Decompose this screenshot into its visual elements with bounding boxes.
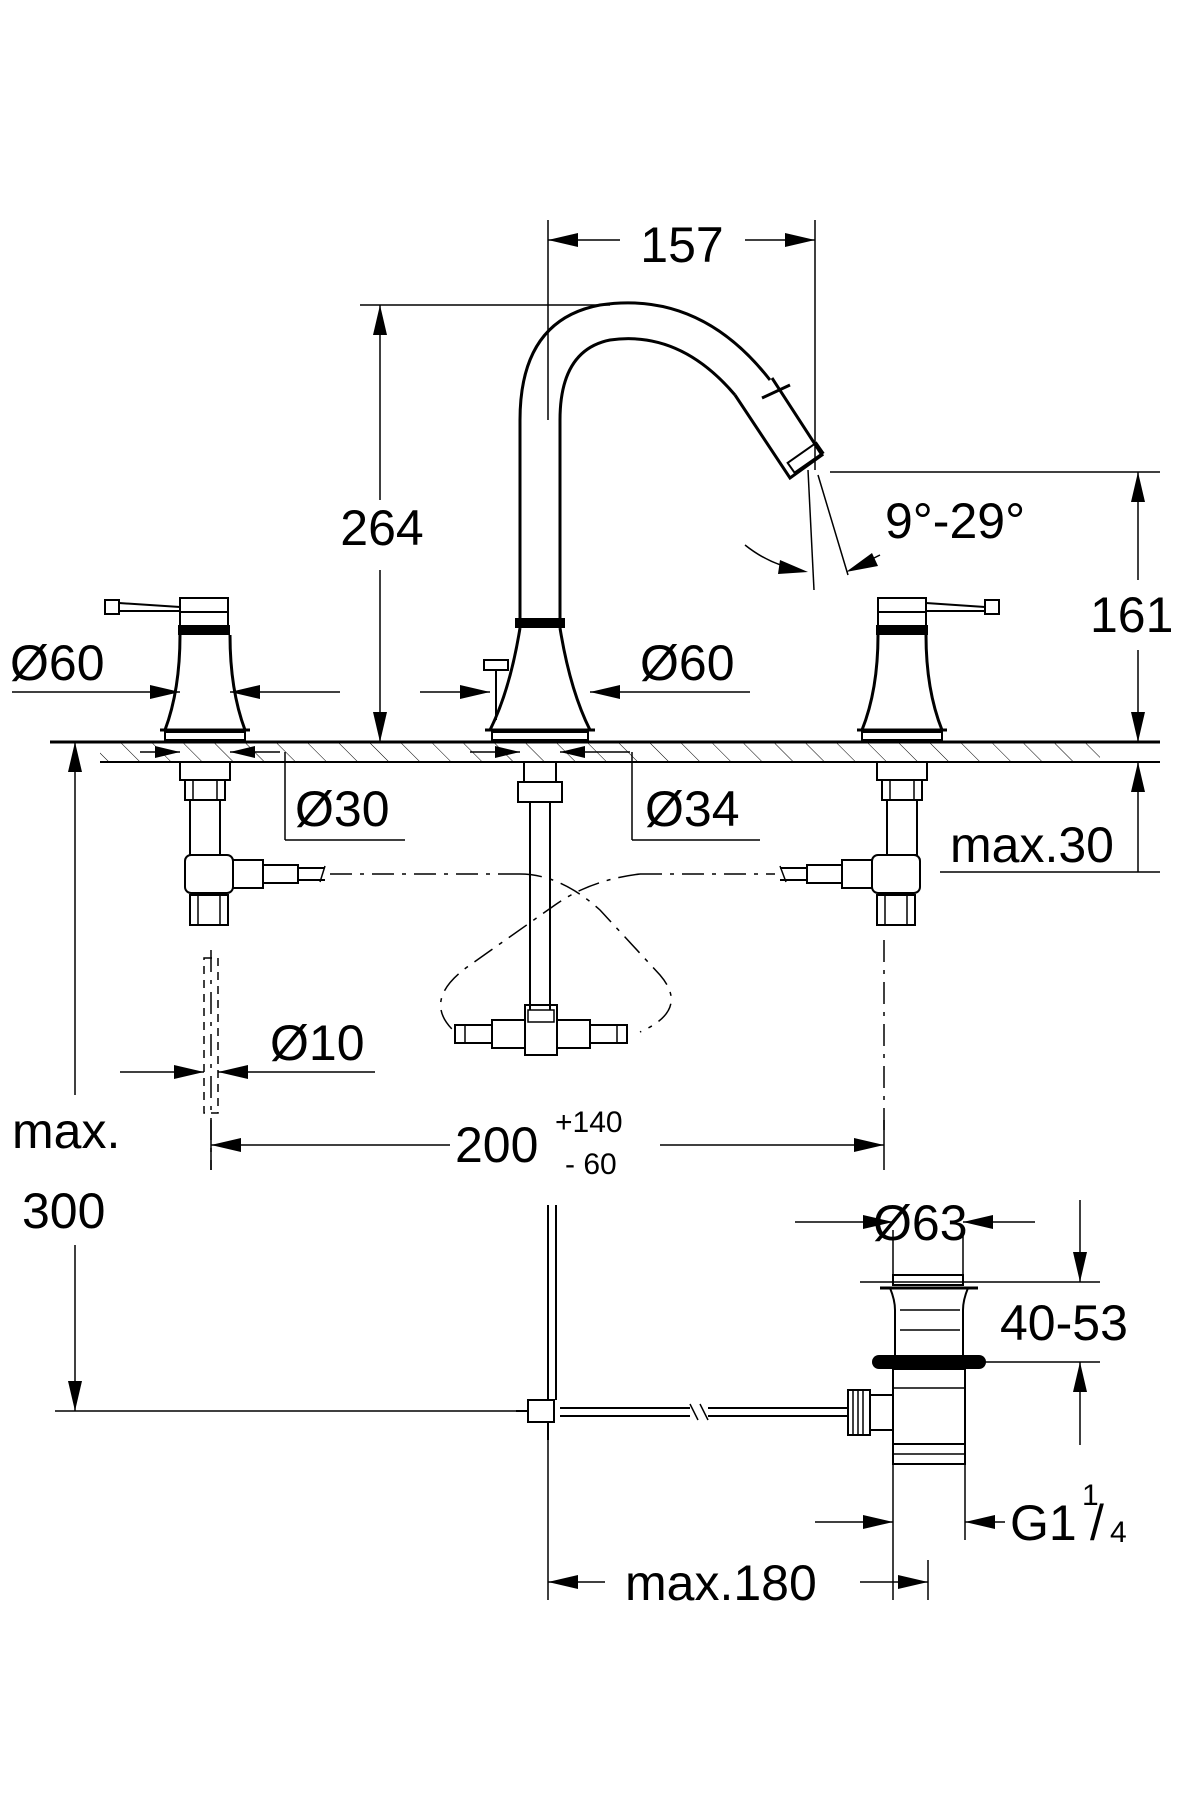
dim-max-depth-line2: 300: [22, 1183, 105, 1239]
dim-thread-fraction-num: 1: [1082, 1479, 1099, 1512]
dim-waste-height: 40-53: [1000, 1295, 1128, 1351]
right-handle-valve: [779, 597, 1000, 926]
dim-waste-diameter: Ø63: [873, 1195, 968, 1251]
dim-handle-hole-diameter: Ø30: [295, 781, 390, 837]
dim-centres: 200: [455, 1117, 538, 1173]
dim-max-rod-reach: max.180: [625, 1555, 817, 1611]
dim-spout-base-diameter: Ø60: [640, 635, 735, 691]
left-handle-valve: [104, 597, 326, 926]
dimension-lines: [12, 220, 1160, 1600]
dim-thread-fraction-den: 4: [1110, 1516, 1127, 1549]
dim-centres-tol-minus: - 60: [565, 1148, 617, 1181]
dim-outlet-height: 161: [1090, 587, 1173, 643]
dim-spout-reach: 157: [640, 217, 723, 273]
hose-centerlines: [330, 873, 885, 1130]
dim-max-depth-line1: max.: [12, 1103, 120, 1159]
dim-max-deck-thickness: max.30: [950, 817, 1114, 873]
dim-swivel-angle: 9°-29°: [885, 493, 1025, 549]
dim-centres-tol-plus: +140: [555, 1106, 623, 1139]
dim-handle-diameter: Ø60: [10, 635, 105, 691]
pop-up-waste: [516, 1205, 986, 1465]
dim-waste-thread: G1: [1010, 1495, 1077, 1551]
dim-spout-hole-diameter: Ø34: [645, 781, 740, 837]
dim-thread-fraction-slash: /: [1090, 1495, 1104, 1551]
dim-rod-diameter: Ø10: [270, 1015, 365, 1071]
dim-spout-height: 264: [340, 500, 423, 556]
